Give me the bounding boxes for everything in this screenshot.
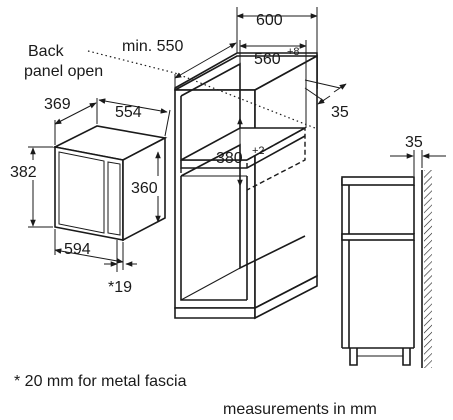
- shelf-front-edge: [180, 135, 306, 169]
- section-top-board: [341, 176, 415, 186]
- dim-min550-line: [174, 42, 237, 79]
- microwave-control-panel: [107, 161, 121, 236]
- dim-380: 380: [216, 150, 243, 167]
- section-leg-back: [402, 348, 411, 366]
- dim-360: 360: [131, 180, 158, 197]
- wall-hatching: [424, 170, 432, 368]
- microwave-appliance: [52, 125, 168, 242]
- back-panel-indicator: [87, 50, 316, 129]
- section-shelf: [341, 233, 415, 241]
- dim-35-side: 35: [405, 134, 423, 151]
- dim-35-depth: 35: [331, 104, 349, 121]
- section-leg-front: [349, 348, 358, 366]
- cabinet-front: [174, 89, 256, 309]
- dim-560-tolerance: +8: [287, 46, 300, 58]
- dim-382: 382: [10, 164, 37, 181]
- footnote-metal-fascia: * 20 mm for metal fascia: [14, 373, 187, 390]
- cabinet-plinth: [174, 307, 256, 319]
- dim-554: 554: [115, 104, 142, 121]
- units-note: measurements in mm: [223, 401, 377, 418]
- microwave-door: [58, 151, 105, 234]
- back-panel-label-1: Back: [28, 43, 65, 60]
- tall-cabinet: [174, 52, 318, 320]
- cabinet-side: [254, 54, 318, 310]
- side-section-view: [341, 170, 432, 368]
- dim-369: 369: [44, 96, 71, 113]
- dim-600: 600: [256, 12, 283, 29]
- dim-min550: min. 550: [122, 38, 183, 55]
- dim-35-ext1: [304, 79, 341, 89]
- dim-594: 594: [64, 241, 91, 258]
- dim-560: 560: [254, 51, 281, 68]
- dim-19-note: *19: [108, 279, 132, 296]
- dim-380-tolerance: +2: [252, 145, 265, 157]
- dim-369-line: [54, 102, 97, 125]
- microwave-front: [54, 146, 124, 241]
- back-panel-label-2: panel open: [24, 63, 103, 80]
- appliance-outline: [246, 126, 306, 191]
- dim-554-line: [98, 98, 168, 114]
- dim-594-line: [54, 248, 124, 264]
- cabinet-plinth-side: [254, 274, 318, 320]
- lower-niche-inner: [180, 143, 306, 270]
